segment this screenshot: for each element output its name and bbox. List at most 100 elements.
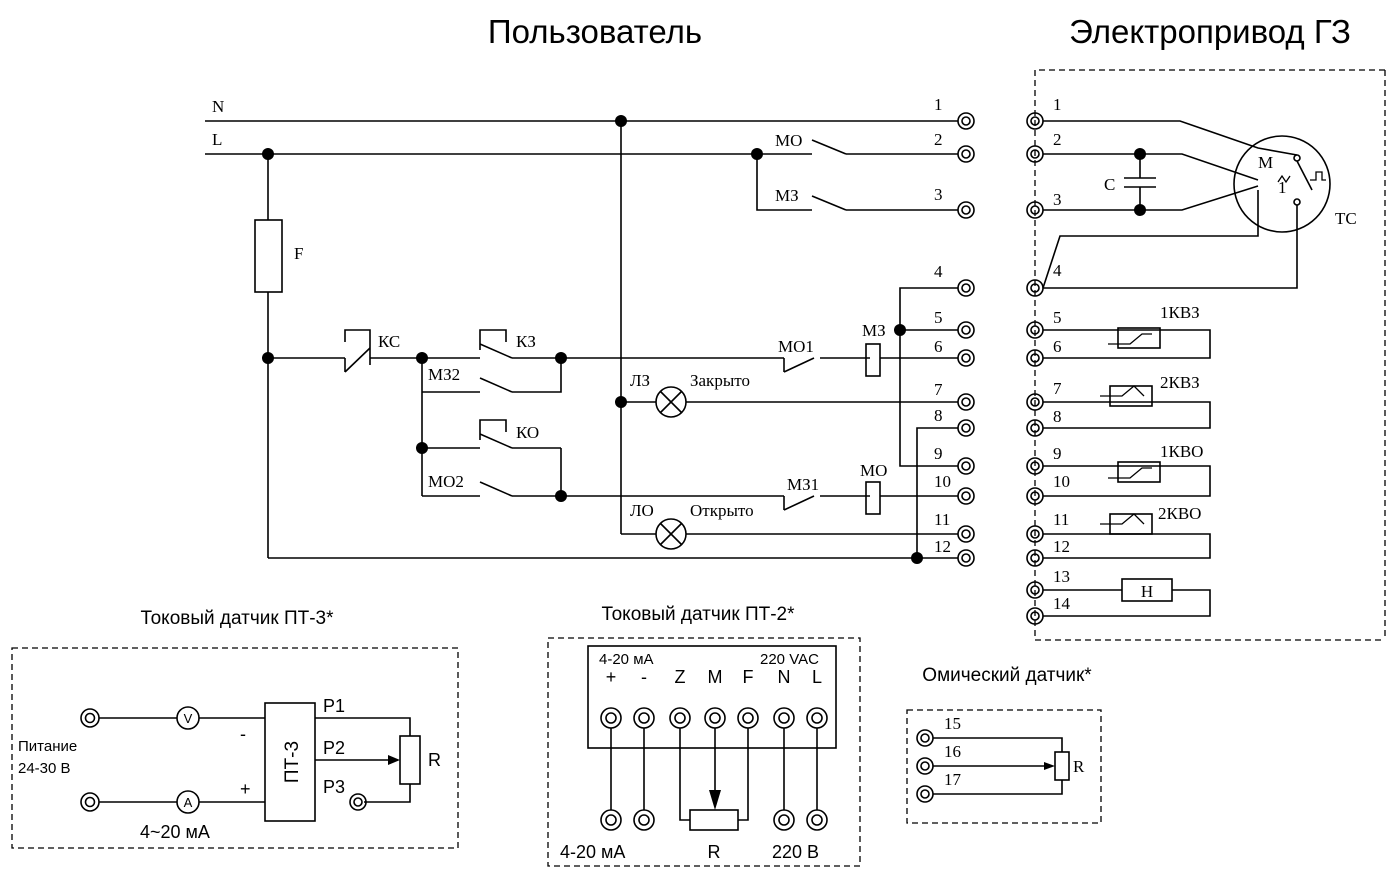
- n-label: N: [212, 97, 224, 116]
- pt2-pin-label: M: [708, 667, 723, 687]
- mo2-label: МО2: [428, 472, 464, 491]
- mo-coil-label: МО: [860, 461, 887, 480]
- mz-wire: [756, 154, 812, 211]
- pt2-terminals: [600, 707, 828, 831]
- mz-contact: [811, 195, 847, 211]
- svg-text:-: -: [240, 724, 246, 744]
- user-terminal-num: 10: [934, 472, 951, 491]
- svg-text:P2: P2: [323, 738, 345, 758]
- actuator-title: Электропривод ГЗ: [1069, 13, 1351, 50]
- svg-text:220 В: 220 В: [772, 842, 819, 862]
- act-terminal-num: 14: [1053, 594, 1071, 613]
- act-terminal-num: 5: [1053, 308, 1062, 327]
- junction: [555, 490, 567, 502]
- ohm-resistor: [1054, 751, 1070, 781]
- pt3-terminal: [80, 792, 100, 812]
- svg-text:16: 16: [944, 742, 961, 761]
- tc-num: 1: [1278, 178, 1287, 197]
- svg-text:+: +: [240, 779, 251, 799]
- user-title: Пользователь: [488, 13, 702, 50]
- pt3-power-label: Питание: [18, 738, 77, 755]
- act-terminal-num: 13: [1053, 567, 1070, 586]
- pt3-device: [264, 702, 316, 822]
- act-terminal-num: 7: [1053, 379, 1062, 398]
- pt2-pin-label: L: [812, 667, 822, 687]
- user-terminal-num: 4: [934, 262, 943, 281]
- mz1-label: МЗ1: [787, 475, 819, 494]
- ks-button: [344, 329, 371, 365]
- switch-label: 1КВО: [1160, 442, 1203, 461]
- lz-text: Закрыто: [690, 371, 750, 390]
- pt3-frame: [11, 647, 459, 849]
- switch-1kvz: [1117, 327, 1161, 349]
- mz2-contact: [479, 377, 513, 393]
- fuse-label: F: [294, 244, 303, 263]
- pt3-device-label: ПТ-3: [282, 741, 303, 783]
- act-terminal-num: 11: [1053, 510, 1069, 529]
- pt2-pin-label: +: [606, 667, 617, 687]
- user-terminal-num: 2: [934, 130, 943, 149]
- tc-label: ТС: [1335, 209, 1357, 228]
- act-terminal-num: 6: [1053, 337, 1062, 356]
- lo-text: Открыто: [690, 501, 754, 520]
- act-terminal-num: 2: [1053, 130, 1062, 149]
- act-terminal-num: 8: [1053, 407, 1062, 426]
- mo-coil: [865, 481, 881, 515]
- fuse: [254, 219, 283, 293]
- actuator-terminal-block: [1026, 112, 1044, 625]
- ko-contact: [479, 433, 513, 449]
- pt3-current-label: 4~20 мА: [140, 822, 210, 842]
- act-terminal-num: 4: [1053, 261, 1062, 280]
- ohm-title: Омический датчик*: [922, 665, 1092, 686]
- user-terminal-num: 6: [934, 337, 943, 356]
- lz-label: ЛЗ: [630, 371, 650, 390]
- actuator-frame: [1034, 69, 1385, 641]
- mz-coil-label: МЗ: [862, 321, 886, 340]
- user-terminal-num: 8: [934, 406, 943, 425]
- switch-1kvo: [1117, 461, 1161, 483]
- mo-contact: [811, 139, 847, 155]
- heater-label: Н: [1141, 582, 1153, 601]
- svg-text:P3: P3: [323, 777, 345, 797]
- svg-text:P1: P1: [323, 696, 345, 716]
- act-terminal-num: 9: [1053, 444, 1062, 463]
- user-terminal-num: 9: [934, 444, 943, 463]
- pt2-title: Токовый датчик ПТ-2*: [601, 604, 795, 625]
- pt3-title: Токовый датчик ПТ-3*: [140, 608, 334, 629]
- switch-label: 1КВЗ: [1160, 303, 1200, 322]
- user-terminal-num: 5: [934, 308, 943, 327]
- pt2-pin-label: N: [778, 667, 791, 687]
- motor-label: М: [1258, 153, 1273, 172]
- user-terminal-num: 3: [934, 185, 943, 204]
- act-terminal-num: 12: [1053, 537, 1070, 556]
- pt3-terminal: [80, 708, 100, 728]
- svg-text:A: A: [184, 795, 193, 810]
- mz-coil: [865, 343, 881, 377]
- mz2-label: МЗ2: [428, 365, 460, 384]
- pt3-power-voltage: 24-30 В: [18, 760, 71, 777]
- svg-text:220 VAC: 220 VAC: [760, 651, 819, 668]
- user-terminal-num: 1: [934, 95, 943, 114]
- act-terminal-num: 10: [1053, 472, 1070, 491]
- pt2-device: [587, 645, 837, 749]
- svg-text:R: R: [428, 750, 441, 770]
- ko-label: КО: [516, 423, 539, 442]
- svg-text:V: V: [184, 711, 193, 726]
- ks-contact: [344, 347, 371, 373]
- user-terminal-block: [957, 112, 975, 567]
- motor: [1233, 135, 1331, 233]
- mo-label: МО: [775, 131, 802, 150]
- switch-label: 2КВО: [1158, 504, 1201, 523]
- act-terminal-num: 3: [1053, 190, 1062, 209]
- ohm-frame: [906, 709, 1102, 824]
- svg-text:4-20 мА: 4-20 мА: [560, 842, 625, 862]
- kz-label: КЗ: [516, 332, 536, 351]
- mz1-contact: [783, 495, 815, 511]
- switch-label: 2КВЗ: [1160, 373, 1200, 392]
- mo1-label: МО1: [778, 337, 814, 356]
- pt2-resistor: [689, 809, 739, 831]
- user-terminal-num: 12: [934, 537, 951, 556]
- pt2-pin-label: Z: [675, 667, 686, 687]
- kz-contact: [479, 343, 513, 359]
